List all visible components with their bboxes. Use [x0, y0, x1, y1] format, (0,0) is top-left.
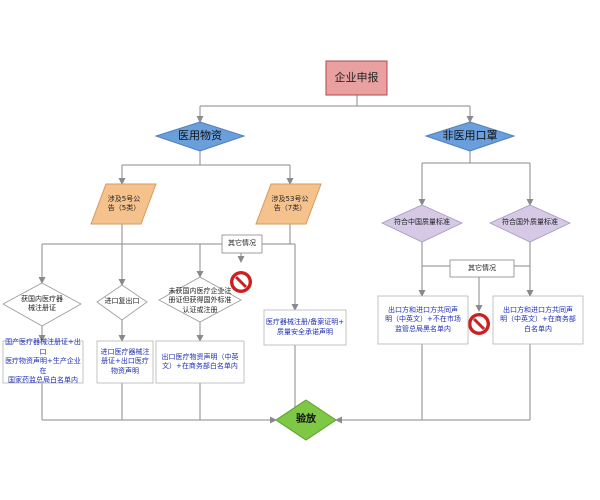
result-box-reexport — [96, 340, 154, 384]
result-box-cn-standard — [377, 295, 469, 345]
notice-53-parallelogram — [255, 183, 322, 225]
company-apply-label: 企业申报 — [334, 70, 379, 84]
result-box-foreign-standard — [492, 295, 584, 345]
cn-standard-label: 符合中国质量标准 — [394, 218, 450, 227]
no-entry-icon — [230, 271, 252, 293]
notice-53-label: 涉及53号公 告（7类） — [271, 194, 309, 212]
cn-standard-diamond — [381, 204, 463, 243]
other-right-label: 其它情况 — [468, 263, 496, 272]
non-medical-mask-label: 非医用口罩 — [442, 129, 498, 143]
domestic-cert-diamond — [2, 282, 82, 327]
result-box-notice53 — [263, 309, 347, 346]
reexport-label: 进口复出口 — [104, 297, 140, 306]
foreign-standard-diamond — [489, 204, 571, 243]
result-notice53-text: 医疗器械注册/备案证明+ 质量安全承诺声明 — [265, 318, 345, 336]
result-reexport-text: 进口医疗器械注 册证+出口医疗 物资声明 — [100, 347, 150, 375]
other-right-box — [449, 259, 515, 278]
verify-release-label: 验放 — [296, 414, 316, 426]
foreign-cert-diamond — [158, 276, 242, 323]
medical-supplies-diamond — [154, 121, 246, 152]
result-cn-standard-text: 出口方和进口方共同声 明（中英文）+不在市场 监管总局黑名单内 — [385, 305, 461, 333]
notice-5-label: 涉及5号公 告（5类） — [107, 194, 141, 212]
result-box-domestic — [2, 340, 84, 384]
no-entry-icon — [468, 313, 490, 335]
foreign-standard-label: 符合国外质量标准 — [502, 218, 558, 227]
result-foreign-standard-text: 出口方和进口方共同声 明（中英文）+在商务部 白名单内 — [500, 305, 576, 333]
connectors — [38, 95, 534, 424]
result-domestic-text: 国产医疗器械注册证+出口 医疗物资声明+生产企业在 国家药监总局白名单内 — [5, 338, 81, 385]
medical-supplies-label: 医用物资 — [178, 129, 222, 143]
notice-5-parallelogram — [90, 183, 157, 225]
verify-release-diamond — [275, 399, 337, 441]
company-apply-box — [325, 60, 388, 96]
other-left-label: 其它情况 — [228, 239, 256, 248]
foreign-cert-label: 未获国内医疗企业注 册证但获得国外标准 认证或注册 — [168, 286, 232, 314]
domestic-cert-label: 获国内医疗器 械注册证 — [21, 294, 63, 312]
non-medical-mask-diamond — [424, 121, 516, 152]
result-foreign-text: 出口医疗物资声明（中英 文）+在商务部白名单内 — [161, 352, 239, 370]
other-left-box — [221, 234, 263, 254]
reexport-diamond — [96, 284, 148, 321]
result-box-foreign — [155, 340, 245, 384]
